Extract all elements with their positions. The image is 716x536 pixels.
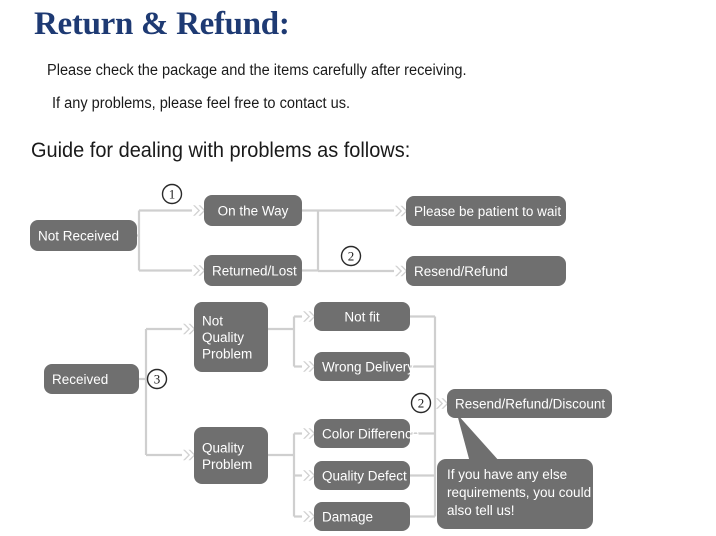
marker-4: 2 [410, 392, 432, 414]
arrow-to-resend-refund [395, 265, 408, 277]
arrow-to-wrong-delivery [303, 361, 316, 372]
arrow-to-returned-lost [193, 265, 206, 276]
node-damage[interactable]: Damage [314, 502, 410, 531]
page-title: Return & Refund: [34, 6, 290, 42]
marker-number: 3 [154, 372, 161, 387]
markers-layer: 1 2 3 2 [146, 183, 432, 414]
node-label: Please be patient to wait [414, 204, 561, 219]
marker-2: 2 [340, 245, 362, 267]
arrow-to-resend-refund-discount [436, 398, 449, 409]
arrow-to-on-the-way [193, 205, 206, 216]
callout-line: requirements, you could [447, 485, 591, 500]
callout-bubble: If you have any else requirements, you co… [437, 414, 593, 529]
arrow-to-color-diff [303, 428, 316, 439]
node-label: Not [202, 314, 223, 329]
node-be-patient[interactable]: Please be patient to wait [406, 196, 566, 226]
node-label: Color Difference [322, 427, 419, 442]
intro-line-2: If any problems, please feel free to con… [52, 95, 351, 112]
node-label: Quality Defect [322, 469, 407, 484]
node-label: Not Received [38, 229, 119, 244]
node-wrong-delivery[interactable]: Wrong Delivery [314, 352, 414, 381]
node-label: Quality [202, 440, 244, 455]
node-label: Returned/Lost [212, 264, 297, 279]
callout-layer: If you have any else requirements, you co… [437, 414, 593, 529]
node-label: Wrong Delivery [322, 360, 414, 375]
node-quality-defect[interactable]: Quality Defect [314, 461, 410, 490]
arrow-to-be-patient [395, 205, 408, 217]
node-returned-lost[interactable]: Returned/Lost [204, 255, 302, 286]
arrow-to-not-fit [303, 311, 316, 322]
node-label: Resend/Refund/Discount [455, 397, 605, 412]
node-label: Problem [202, 457, 252, 472]
node-not-received[interactable]: Not Received [30, 220, 137, 251]
callout-line: If you have any else [447, 467, 567, 482]
node-label: Problem [202, 347, 252, 362]
callout-line: also tell us! [447, 503, 515, 518]
arrow-to-damage [303, 511, 316, 522]
node-resend-refund[interactable]: Resend/Refund [406, 256, 566, 286]
node-color-diff[interactable]: Color Difference [314, 419, 419, 448]
node-resend-discount[interactable]: Resend/Refund/Discount [447, 389, 612, 418]
arrow-to-quality-defect [303, 470, 316, 481]
node-label: Quality [202, 330, 244, 345]
node-on-the-way[interactable]: On the Way [204, 195, 302, 226]
marker-number: 2 [348, 249, 355, 264]
marker-3: 3 [146, 368, 168, 390]
intro-line-1: Please check the package and the items c… [47, 62, 467, 79]
node-label: Received [52, 372, 108, 387]
node-label: Damage [322, 510, 373, 525]
marker-1: 1 [161, 183, 183, 205]
node-label: Resend/Refund [414, 264, 508, 279]
node-label: On the Way [218, 204, 289, 219]
node-not-fit[interactable]: Not fit [314, 302, 410, 331]
marker-number: 2 [418, 396, 425, 411]
edges-layer [137, 205, 449, 522]
node-received[interactable]: Received [44, 364, 139, 394]
marker-number: 1 [169, 187, 176, 202]
guide-heading: Guide for dealing with problems as follo… [31, 139, 411, 162]
arrow-to-not-quality-problem [183, 323, 196, 335]
node-label: Not fit [344, 310, 380, 325]
arrow-to-quality-problem [183, 449, 196, 461]
